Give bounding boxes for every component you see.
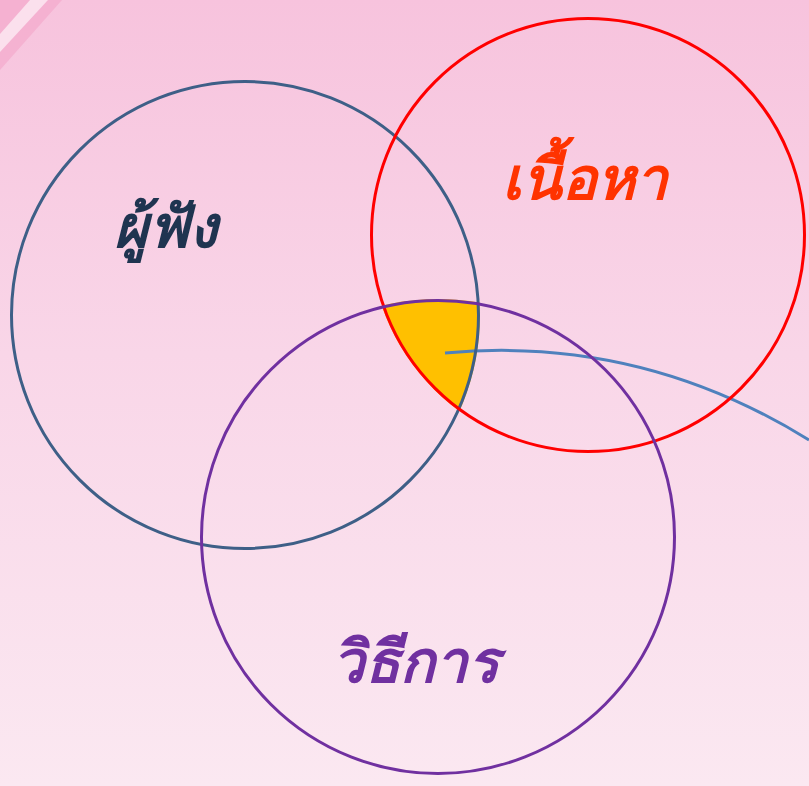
intersection-highlight [370, 17, 806, 453]
venn-circle: ผู้ฟัง [10, 80, 480, 550]
circle-label: วิธีการ [332, 628, 499, 698]
circle-outline [200, 299, 676, 775]
circle-outline [370, 17, 806, 453]
circle-label: เนื้อหา [502, 145, 668, 215]
circle-label: ผู้ฟัง [114, 193, 217, 263]
corner-decoration [0, 0, 48, 52]
circle-outline [10, 80, 480, 550]
venn-circle: วิธีการ [200, 299, 676, 775]
venn-circle: เนื้อหา [370, 17, 806, 453]
circle-outline [12, 82, 479, 549]
corner-decoration [0, 0, 62, 70]
circle-outline [372, 19, 805, 452]
circle-outline [202, 301, 675, 774]
